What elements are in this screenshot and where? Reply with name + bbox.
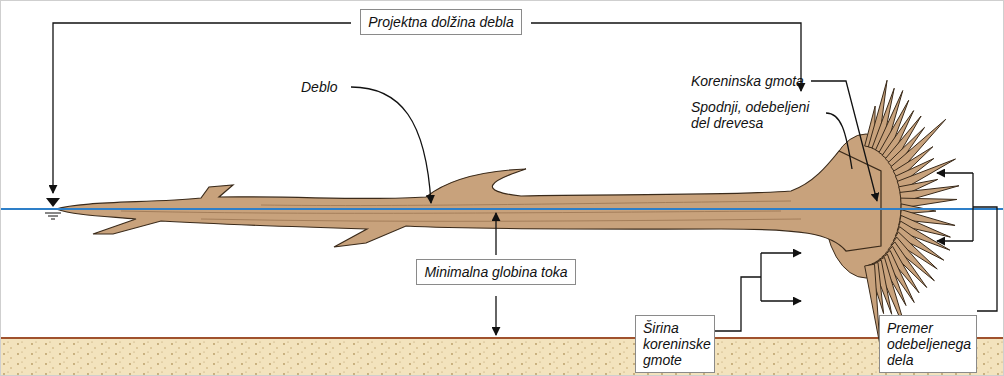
dimension-box: Premer odebeljenega dela: [879, 315, 977, 373]
dimension-box: Širina koreninske gmote: [635, 315, 715, 373]
part-label: Koreninska gmota: [691, 73, 804, 89]
dimension-box: Minimalna globina toka: [416, 259, 575, 285]
water-surface: [1, 208, 1004, 210]
dimension-label: Premer odebeljenega dela: [887, 320, 969, 368]
part-label: Spodnji, odebeljeni del drevesa: [691, 99, 826, 131]
trunk: [56, 151, 881, 251]
width-bracket: [713, 253, 801, 331]
dimension-label: Širina koreninske gmote: [643, 320, 707, 368]
trunk-leader: [351, 87, 431, 203]
root-leader: [811, 81, 877, 201]
water-level-symbol: [45, 198, 61, 219]
diameter-bracket: [937, 173, 997, 311]
dimension-label: Projektna dolžina debla: [368, 14, 514, 30]
stream-bed: [1, 338, 1004, 376]
dimension-box: Projektna dolžina debla: [360, 9, 522, 35]
bed-line: [1, 337, 1004, 339]
part-label: Deblo: [301, 79, 338, 95]
dimension-label: Minimalna globina toka: [424, 264, 567, 280]
